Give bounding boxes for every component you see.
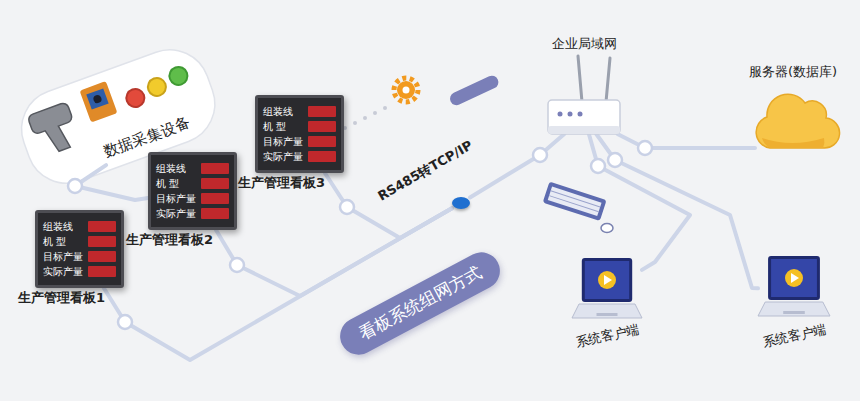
decor-dots bbox=[343, 106, 387, 130]
board-row: 目标产量 bbox=[43, 250, 116, 263]
converter-label: RS485转TCP/IP bbox=[375, 137, 475, 204]
led-bar bbox=[308, 151, 336, 162]
board-row: 目标产量 bbox=[263, 135, 336, 148]
board-row: 实际产量 bbox=[43, 265, 116, 278]
board-field: 组装线 bbox=[263, 105, 293, 118]
link-dot bbox=[638, 141, 652, 155]
board-row: 实际产量 bbox=[156, 207, 229, 220]
led-bar bbox=[88, 221, 116, 232]
board-screen: 组装线机 型目标产量实际产量 bbox=[255, 95, 344, 173]
link-dot bbox=[608, 153, 622, 167]
board-field: 实际产量 bbox=[156, 207, 196, 220]
cloud-label: 服务器(数据库) bbox=[749, 64, 837, 80]
node-router: 企业局域网 bbox=[548, 100, 620, 134]
led-bar bbox=[201, 178, 229, 189]
board-name: 生产管理看板3 bbox=[238, 175, 325, 191]
board-row: 组装线 bbox=[263, 105, 336, 118]
board-field: 机 型 bbox=[43, 235, 66, 248]
node-board: 组装线机 型目标产量实际产量生产管理看板3 bbox=[255, 95, 344, 173]
router-label: 企业局域网 bbox=[552, 36, 617, 52]
link-dot bbox=[591, 159, 605, 173]
board-row: 机 型 bbox=[263, 120, 336, 133]
led-bar bbox=[88, 251, 116, 262]
board-field: 目标产量 bbox=[43, 250, 83, 263]
keyboard-mouse bbox=[543, 182, 613, 233]
board-screen: 组装线机 型目标产量实际产量 bbox=[148, 152, 237, 230]
board-row: 目标产量 bbox=[156, 192, 229, 205]
led-bar bbox=[308, 121, 336, 132]
laptop-shape bbox=[572, 258, 642, 324]
network-link bbox=[75, 165, 148, 200]
link-dot bbox=[118, 315, 132, 329]
node-dot: RS485转TCP/IP bbox=[452, 197, 470, 209]
led-bar bbox=[308, 106, 336, 117]
link-dot bbox=[230, 258, 244, 272]
board-field: 目标产量 bbox=[263, 135, 303, 148]
board-row: 组装线 bbox=[43, 220, 116, 233]
board-field: 目标产量 bbox=[156, 192, 196, 205]
board-name: 生产管理看板1 bbox=[18, 290, 105, 306]
node-laptop: 系统客户端 bbox=[572, 258, 642, 324]
board-row: 组装线 bbox=[156, 162, 229, 175]
laptop-shape bbox=[758, 256, 830, 324]
led-bar bbox=[201, 163, 229, 174]
network-link bbox=[470, 134, 564, 198]
gear-icon bbox=[394, 78, 418, 102]
cloud-shape bbox=[752, 86, 834, 150]
board-screen: 组装线机 型目标产量实际产量 bbox=[35, 210, 124, 288]
led-bar bbox=[201, 208, 229, 219]
board-row: 机 型 bbox=[43, 235, 116, 248]
node-laptop: 系统客户端 bbox=[758, 256, 830, 324]
network-link bbox=[104, 208, 452, 360]
link-dot bbox=[533, 148, 547, 162]
link-dot bbox=[340, 200, 354, 214]
led-bar bbox=[88, 266, 116, 277]
board-field: 实际产量 bbox=[263, 150, 303, 163]
laptop-label: 系统客户端 bbox=[761, 321, 828, 350]
board-field: 机 型 bbox=[263, 120, 286, 133]
led-bar bbox=[201, 193, 229, 204]
node-cloud: 服务器(数据库) bbox=[752, 86, 834, 150]
laptop-label: 系统客户端 bbox=[574, 321, 641, 350]
board-row: 实际产量 bbox=[263, 150, 336, 163]
router-antennas bbox=[578, 56, 610, 102]
board-field: 组装线 bbox=[156, 162, 186, 175]
board-field: 机 型 bbox=[156, 177, 179, 190]
board-row: 机 型 bbox=[156, 177, 229, 190]
node-board: 组装线机 型目标产量实际产量生产管理看板2 bbox=[148, 152, 237, 230]
banner-title: 看板系统组网方式 bbox=[334, 245, 507, 360]
board-field: 组装线 bbox=[43, 220, 73, 233]
led-bar bbox=[88, 236, 116, 247]
link-dot bbox=[68, 179, 82, 193]
decor-pill bbox=[448, 74, 501, 108]
node-board: 组装线机 型目标产量实际产量生产管理看板1 bbox=[35, 210, 124, 288]
board-name: 生产管理看板2 bbox=[126, 232, 213, 248]
led-bar bbox=[308, 136, 336, 147]
board-field: 实际产量 bbox=[43, 265, 83, 278]
network-link bbox=[589, 134, 690, 270]
router-shape bbox=[548, 100, 620, 134]
